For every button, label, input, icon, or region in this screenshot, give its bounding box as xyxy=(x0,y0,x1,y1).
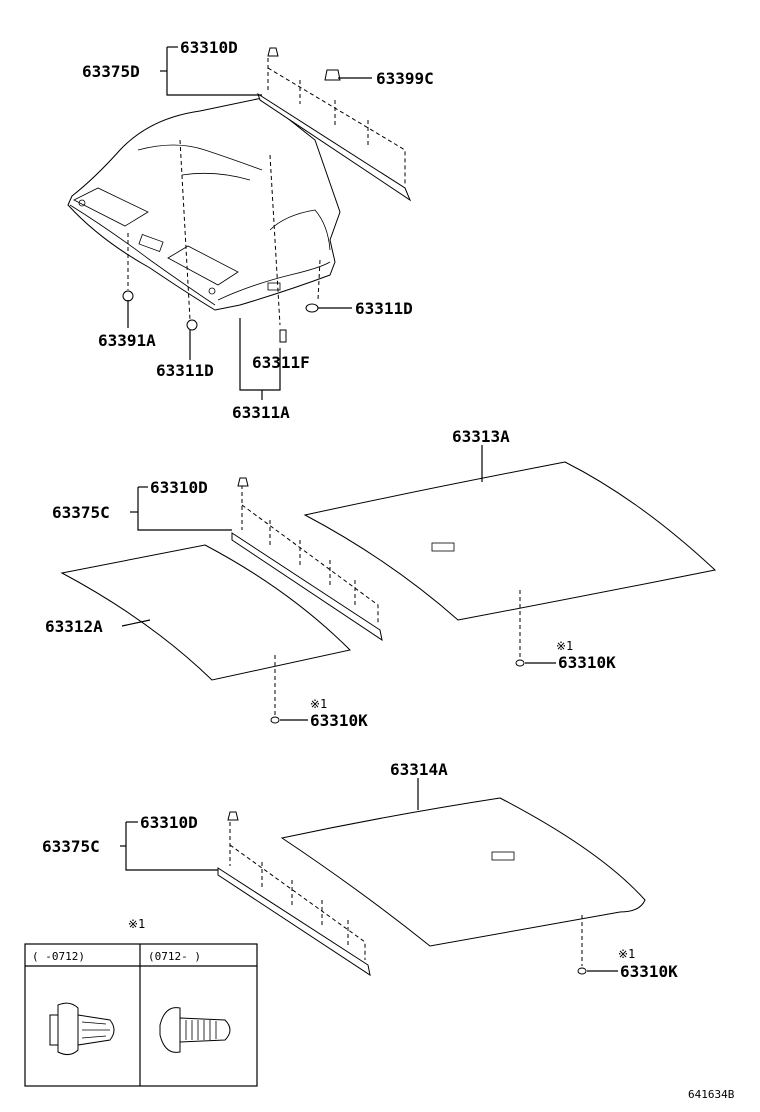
label-63311D-right: 63311D xyxy=(355,299,413,318)
clip-new-illustration xyxy=(159,1007,231,1053)
note-mark-2: ※1 xyxy=(310,697,327,711)
label-63311A: 63311A xyxy=(232,403,290,422)
label-63310K-middle: 63310K xyxy=(310,711,368,730)
figure-id: 641634B xyxy=(688,1088,735,1101)
leader-lines-middle xyxy=(121,445,556,721)
label-63399C: 63399C xyxy=(376,69,434,88)
bottom-panel-illustration xyxy=(217,797,646,977)
table-header-after-0712: (0712- ) xyxy=(148,950,201,963)
label-63375C-middle: 63375C xyxy=(52,503,110,522)
label-63311F: 63311F xyxy=(252,353,310,372)
label-63312A: 63312A xyxy=(45,617,103,636)
label-63310K-right: 63310K xyxy=(558,653,616,672)
middle-panels-illustration xyxy=(60,461,717,724)
label-63313A: 63313A xyxy=(452,427,510,446)
label-63310K-bottom: 63310K xyxy=(620,962,678,981)
leader-lines-bottom xyxy=(120,778,618,972)
label-63391A: 63391A xyxy=(98,331,156,350)
label-63311D-left: 63311D xyxy=(156,361,214,380)
label-63375C-bottom: 63375C xyxy=(42,837,100,856)
table-header-before-0712: ( -0712) xyxy=(32,950,85,963)
clip-variant-table: ※1 xyxy=(24,917,258,1087)
label-63314A: 63314A xyxy=(390,760,448,779)
label-63310D-top: 63310D xyxy=(180,38,238,57)
note-mark-3: ※1 xyxy=(618,947,635,961)
label-63310D-middle: 63310D xyxy=(150,478,208,497)
label-63375D: 63375D xyxy=(82,62,140,81)
note-mark-table: ※1 xyxy=(128,917,145,931)
note-mark-1: ※1 xyxy=(556,639,573,653)
leader-lines-top xyxy=(127,46,372,400)
label-63310D-bottom: 63310D xyxy=(140,813,198,832)
clip-old-illustration xyxy=(49,1002,115,1056)
headliner-assembly-illustration xyxy=(67,47,412,343)
